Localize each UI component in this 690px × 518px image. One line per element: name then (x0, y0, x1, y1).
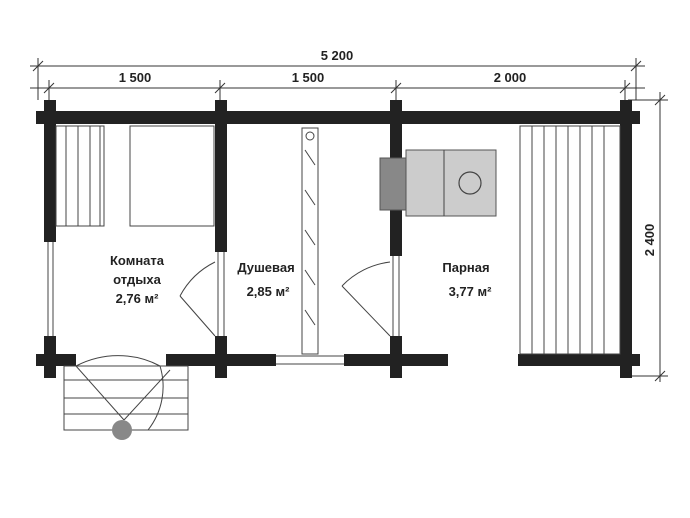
room-label-steam: Парная 3,77 м² (442, 260, 492, 299)
dim-total-label: 5 200 (321, 48, 354, 63)
entrance-porch (63, 355, 189, 440)
shower-drain (301, 127, 319, 355)
room-label-rest: Комната отдыха 2,76 м² (110, 253, 165, 306)
sauna-stove (379, 149, 497, 217)
room-steam-area: 3,77 м² (449, 284, 493, 299)
room-shower-name: Душевая (237, 260, 294, 275)
door-swings (179, 261, 391, 337)
dim-seg2-label: 1 500 (292, 70, 325, 85)
room-label-shower: Душевая 2,85 м² (237, 260, 294, 299)
sauna-shelves (519, 125, 621, 355)
dim-height-label: 2 400 (642, 224, 657, 257)
dimension-segments: 1 500 1 500 2 000 (30, 70, 645, 100)
walls (36, 100, 640, 378)
rest-room-bench (55, 125, 105, 227)
dim-seg1-label: 1 500 (119, 70, 152, 85)
dimension-height: 2 400 (628, 92, 668, 382)
room-rest-area: 2,76 м² (116, 291, 160, 306)
dimension-total: 5 200 (30, 48, 645, 100)
room-rest-name-1: Комната (110, 253, 165, 268)
chimney-icon (112, 420, 132, 440)
room-shower-area: 2,85 м² (247, 284, 291, 299)
thin-lines (47, 242, 400, 365)
rest-room-table (129, 125, 215, 227)
room-rest-name-2: отдыха (113, 272, 161, 287)
dim-seg3-label: 2 000 (494, 70, 527, 85)
room-steam-name: Парная (442, 260, 489, 275)
